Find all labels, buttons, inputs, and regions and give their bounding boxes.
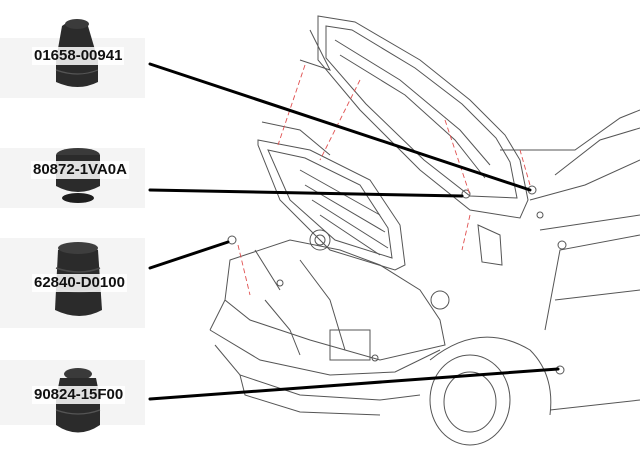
car-body-diagram <box>209 15 640 446</box>
part-number-label-4: 90824-15F00 <box>32 386 126 404</box>
part-number-label-3: 62840-D0100 <box>32 274 127 292</box>
part-number-label-2: 80872-1VA0A <box>31 161 129 179</box>
alignment-dashed-lines <box>237 64 531 296</box>
leader-line-01658-00941 <box>148 62 532 192</box>
leader-lines <box>148 62 560 401</box>
leader-line-90824-15F00 <box>148 367 560 401</box>
thumbnail-backgrounds <box>0 38 145 425</box>
leader-line-62840-D0100 <box>148 240 230 270</box>
part-number-label-1: 01658-00941 <box>32 47 125 65</box>
leader-line-80872-1VA0A <box>148 188 464 198</box>
